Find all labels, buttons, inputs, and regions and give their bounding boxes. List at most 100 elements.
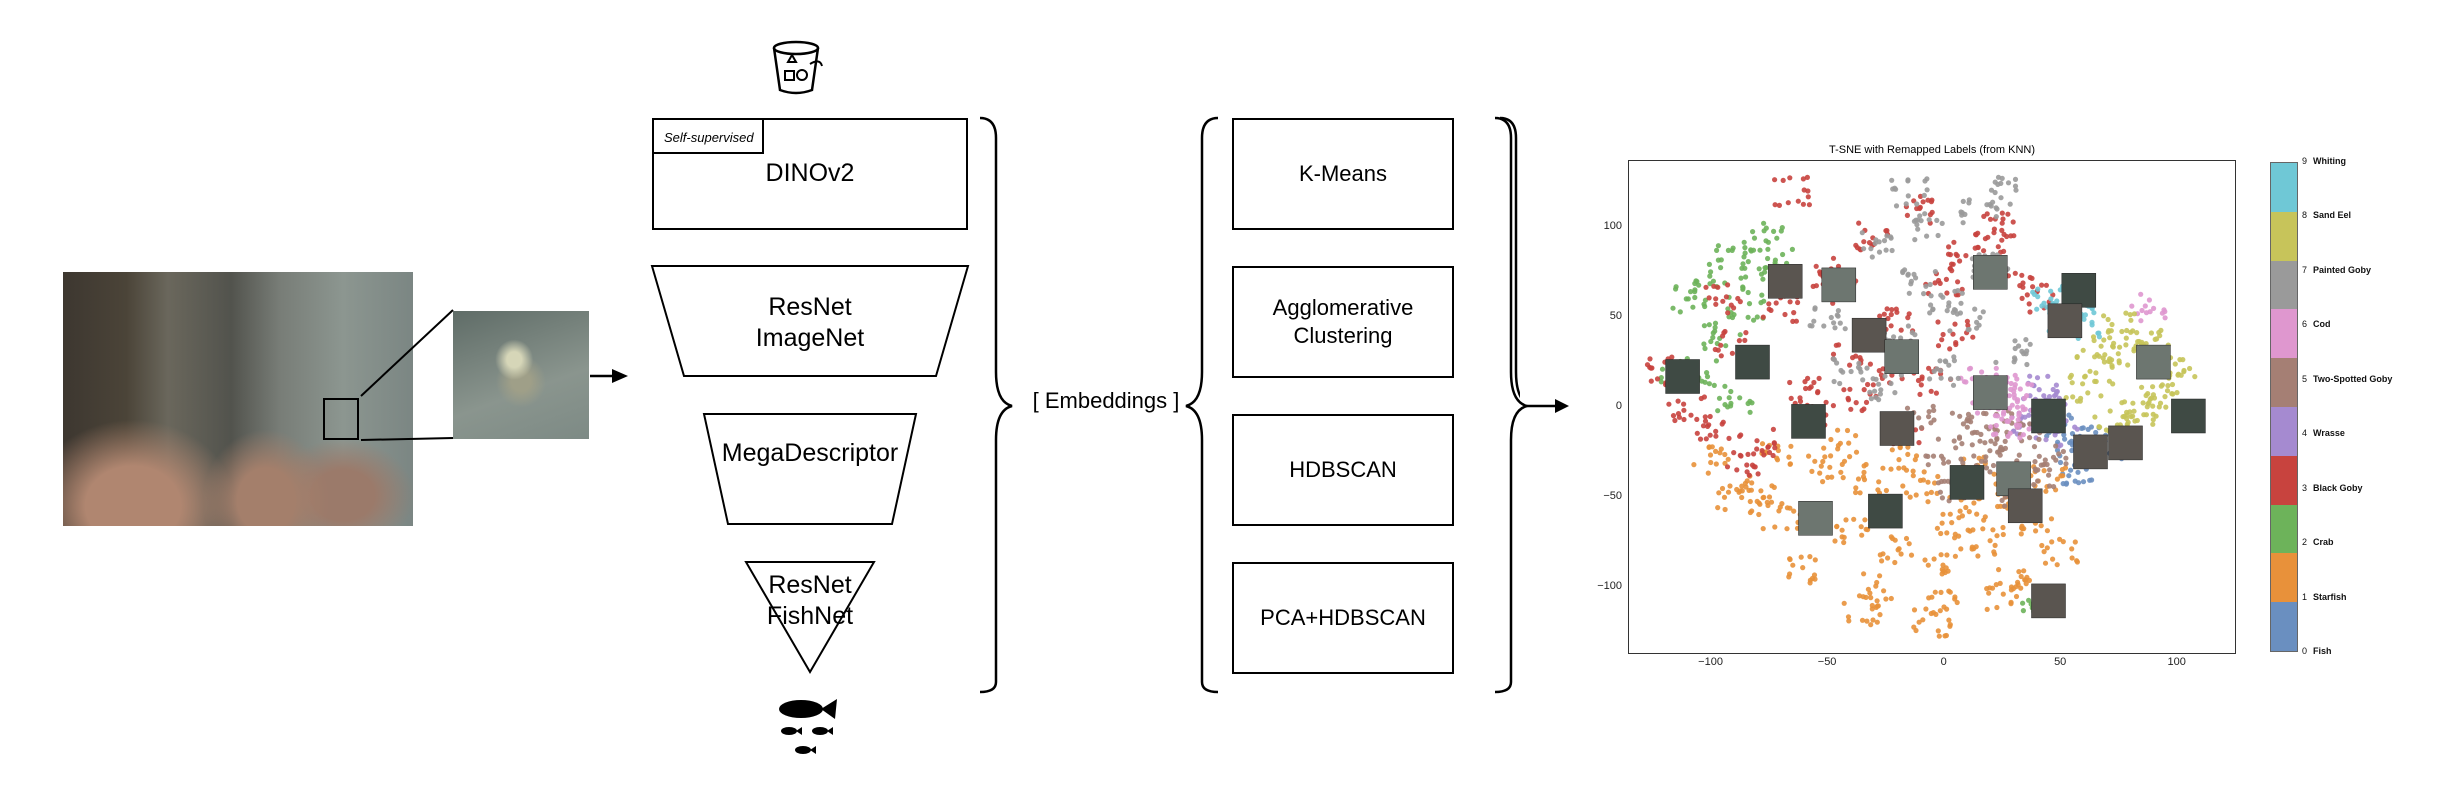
scatter-point-painted-goby <box>1928 302 1934 308</box>
scatter-point-painted-goby <box>1980 309 1986 315</box>
scatter-point-black-goby <box>1916 440 1922 446</box>
scatter-point-crab <box>1772 260 1778 266</box>
scatter-point-starfish <box>1869 602 1875 609</box>
scatter-point-black-goby <box>1738 432 1744 438</box>
scatter-point-black-goby <box>2030 284 2036 290</box>
scatter-point-sand-eel <box>2123 310 2129 316</box>
scatter-point-starfish <box>1806 453 1812 459</box>
scatter-point-painted-goby <box>1861 246 1867 252</box>
scatter-point-starfish <box>1772 524 1778 530</box>
scatter-point-starfish <box>1921 469 1927 475</box>
hdbscan-label: HDBSCAN <box>1289 457 1397 482</box>
scatter-point-black-goby <box>1975 244 1981 251</box>
scatter-point-two-spotted-goby <box>1938 453 1945 459</box>
scatter-point-cod <box>1993 422 1999 429</box>
colorbar-swatch <box>2271 553 2297 603</box>
scatter-point-starfish <box>2018 531 2024 537</box>
scatter-point-fish <box>2093 429 2099 436</box>
scatter-point-cod <box>2025 381 2031 387</box>
scatter-point-crab <box>1704 374 1711 380</box>
scatter-point-black-goby <box>1898 327 1904 333</box>
scatter-point-black-goby <box>1713 433 1719 439</box>
scatter-point-starfish <box>1875 603 1881 609</box>
scatter-point-crab <box>1718 265 1724 271</box>
scatter-point-black-goby <box>1925 197 1931 203</box>
scatter-point-sand-eel <box>2123 342 2129 348</box>
scatter-point-painted-goby <box>1812 305 1818 311</box>
scatter-point-painted-goby <box>1999 175 2005 181</box>
scatter-point-cod <box>1963 379 1969 385</box>
scatter-point-black-goby <box>1867 361 1873 367</box>
scatter-point-starfish <box>1984 586 1990 592</box>
scatter-point-painted-goby <box>1906 290 1912 296</box>
colorbar-tick: 6 <box>2302 319 2308 330</box>
scatter-point-black-goby <box>1672 417 1678 424</box>
scatter-point-cod <box>2016 412 2022 418</box>
scatter-point-black-goby <box>1964 318 1970 324</box>
scatter-point-cod <box>2007 430 2013 436</box>
scatter-point-sand-eel <box>2162 394 2168 400</box>
scatter-point-black-goby <box>2027 274 2033 281</box>
dinov2-box: Self-supervised DINOv2 <box>652 118 968 230</box>
scatter-point-starfish <box>1722 506 1728 513</box>
scatter-point-black-goby <box>1772 177 1778 183</box>
scatter-point-cod <box>2162 315 2168 321</box>
scatter-point-black-goby <box>1940 331 1946 338</box>
scatter-point-fish <box>2072 478 2078 484</box>
megadescriptor-shape <box>702 413 918 525</box>
scatter-point-starfish <box>1847 454 1853 460</box>
scatter-point-black-goby <box>1945 251 1952 257</box>
scatter-point-two-spotted-goby <box>2042 457 2048 463</box>
scatter-point-sand-eel <box>2092 378 2098 384</box>
thumbnail-image <box>2031 398 2066 434</box>
scatter-point-sand-eel <box>2115 351 2121 357</box>
scatter-point-two-spotted-goby <box>1930 403 1936 409</box>
scatter-point-sand-eel <box>2109 321 2115 328</box>
scatter-point-black-goby <box>1654 376 1661 382</box>
scatter-point-starfish <box>1787 556 1793 563</box>
scatter-point-starfish <box>1832 538 1838 544</box>
scatter-point-two-spotted-goby <box>1939 495 1945 501</box>
y-tick-label: 100 <box>1603 220 1622 233</box>
scatter-point-crab <box>1708 269 1714 275</box>
scatter-point-crab <box>1745 314 1751 320</box>
scatter-point-crab <box>1742 245 1748 251</box>
scatter-point-starfish <box>1916 619 1922 625</box>
scatter-point-painted-goby <box>1905 178 1911 184</box>
scatter-point-crab <box>1725 404 1731 410</box>
scatter-point-painted-goby <box>1998 195 2004 201</box>
scatter-point-two-spotted-goby <box>1997 452 2003 458</box>
scatter-point-black-goby <box>1751 451 1757 457</box>
scatter-point-starfish <box>1828 453 1834 459</box>
scatter-point-black-goby <box>1950 261 1956 267</box>
scatter-point-black-goby <box>1772 202 1778 208</box>
thumbnail-image <box>2007 488 2043 524</box>
scatter-point-sand-eel <box>2159 382 2165 388</box>
scatter-point-two-spotted-goby <box>1971 429 1978 435</box>
scatter-point-two-spotted-goby <box>1994 436 2000 442</box>
scatter-point-starfish <box>1874 598 1880 604</box>
scatter-point-sand-eel <box>2102 352 2108 358</box>
scatter-point-sand-eel <box>2101 337 2107 343</box>
scatter-point-black-goby <box>1755 471 1761 477</box>
scatter-point-sand-eel <box>2131 408 2137 414</box>
scatter-point-painted-goby <box>1872 388 1878 394</box>
scatter-point-two-spotted-goby <box>1923 453 1929 459</box>
scatter-point-starfish <box>2072 539 2078 545</box>
scatter-point-black-goby <box>1766 306 1772 312</box>
scatter-point-sand-eel <box>2101 359 2107 365</box>
scatter-point-starfish <box>1787 505 1793 511</box>
output-brace <box>1495 116 1569 694</box>
scatter-point-starfish <box>1717 450 1723 456</box>
scatter-point-painted-goby <box>1914 201 1920 207</box>
colorbar-tick: 1 <box>2302 591 2308 602</box>
self-supervised-badge <box>652 118 764 154</box>
scatter-point-crab <box>1706 381 1712 387</box>
scatter-point-crab <box>1771 228 1777 234</box>
scatter-point-starfish <box>1841 539 1847 546</box>
scatter-point-sand-eel <box>2107 408 2113 414</box>
scatter-point-painted-goby <box>1951 354 1957 360</box>
scatter-point-black-goby <box>1788 395 1794 401</box>
scatter-point-black-goby <box>1681 401 1687 407</box>
y-tick-label: −100 <box>1597 579 1622 592</box>
